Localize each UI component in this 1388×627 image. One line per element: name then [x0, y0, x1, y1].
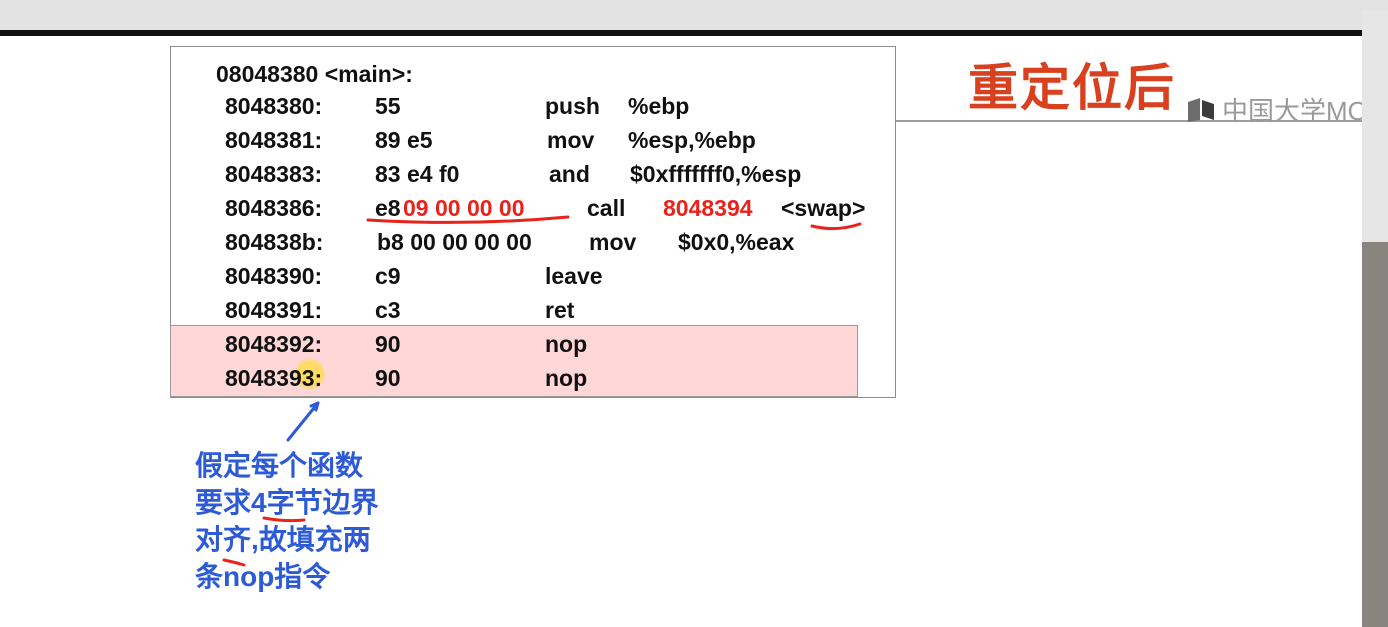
row-opcode: nop	[545, 331, 588, 357]
row-address: 8048381:	[225, 127, 323, 153]
row-bytes: c3	[375, 297, 401, 323]
row-address: 8048380:	[225, 93, 323, 119]
row-operands: $0x0,%eax	[678, 229, 795, 255]
relocated-offset-bytes: 09 00 00 00	[403, 195, 525, 221]
top-rule	[0, 30, 1362, 36]
row-bytes: 83 e4 f0	[375, 161, 460, 187]
row-opcode: nop	[545, 365, 588, 391]
side-scrollbar-thumb[interactable]	[1362, 10, 1388, 242]
note-line: 假定每个函数	[195, 450, 364, 481]
row-operands: %esp,%ebp	[628, 127, 756, 153]
function-label: 08048380 <main>:	[216, 61, 413, 87]
row-opcode: mov	[589, 229, 637, 255]
top-band	[0, 0, 1388, 30]
row-operands: %ebp	[628, 93, 690, 119]
note-arrow	[286, 401, 320, 442]
row-address: 8048390:	[225, 263, 323, 289]
row-address: 8048383:	[225, 161, 323, 187]
row-symbol: <swap>	[781, 195, 866, 221]
row-opcode: ret	[545, 297, 575, 323]
row-opcode: mov	[547, 127, 595, 153]
row-address: 8048386:	[225, 195, 323, 221]
row-bytes: c9	[375, 263, 401, 289]
row-bytes: 90	[375, 365, 401, 391]
slide-title: 重定位后	[968, 60, 1176, 116]
alignment-note: 假定每个函数 要求4字节边界 对齐,故填充两 条nop指令	[195, 447, 379, 595]
row-bytes: 55	[375, 93, 401, 119]
watermark-text: 中国大学MOOC	[1222, 96, 1362, 126]
pointer-highlight-icon	[294, 358, 326, 390]
mooc-logo-icon	[1188, 98, 1214, 122]
nop-highlight-box	[170, 325, 858, 397]
note-line: 要求4字节边界	[195, 487, 379, 518]
row-opcode: push	[545, 93, 600, 119]
row-bytes: e8	[375, 195, 401, 221]
row-bytes: 90	[375, 331, 401, 357]
row-address: 8048393:	[225, 365, 323, 391]
row-address: 8048391:	[225, 297, 323, 323]
header-divider	[896, 120, 1362, 122]
relocated-target-address: 8048394	[663, 195, 753, 221]
row-bytes: b8 00 00 00 00	[377, 229, 532, 255]
row-opcode: leave	[545, 263, 603, 289]
row-operands: $0xfffffff0,%esp	[630, 161, 802, 187]
row-bytes: 89 e5	[375, 127, 433, 153]
note-arrow-head	[309, 401, 320, 412]
note-line: 条nop指令	[195, 561, 331, 592]
row-address: 804838b:	[225, 229, 324, 255]
note-line: 对齐,故填充两	[195, 524, 371, 555]
row-opcode: call	[587, 195, 626, 221]
row-opcode: and	[549, 161, 590, 187]
row-address: 8048392:	[225, 331, 323, 357]
